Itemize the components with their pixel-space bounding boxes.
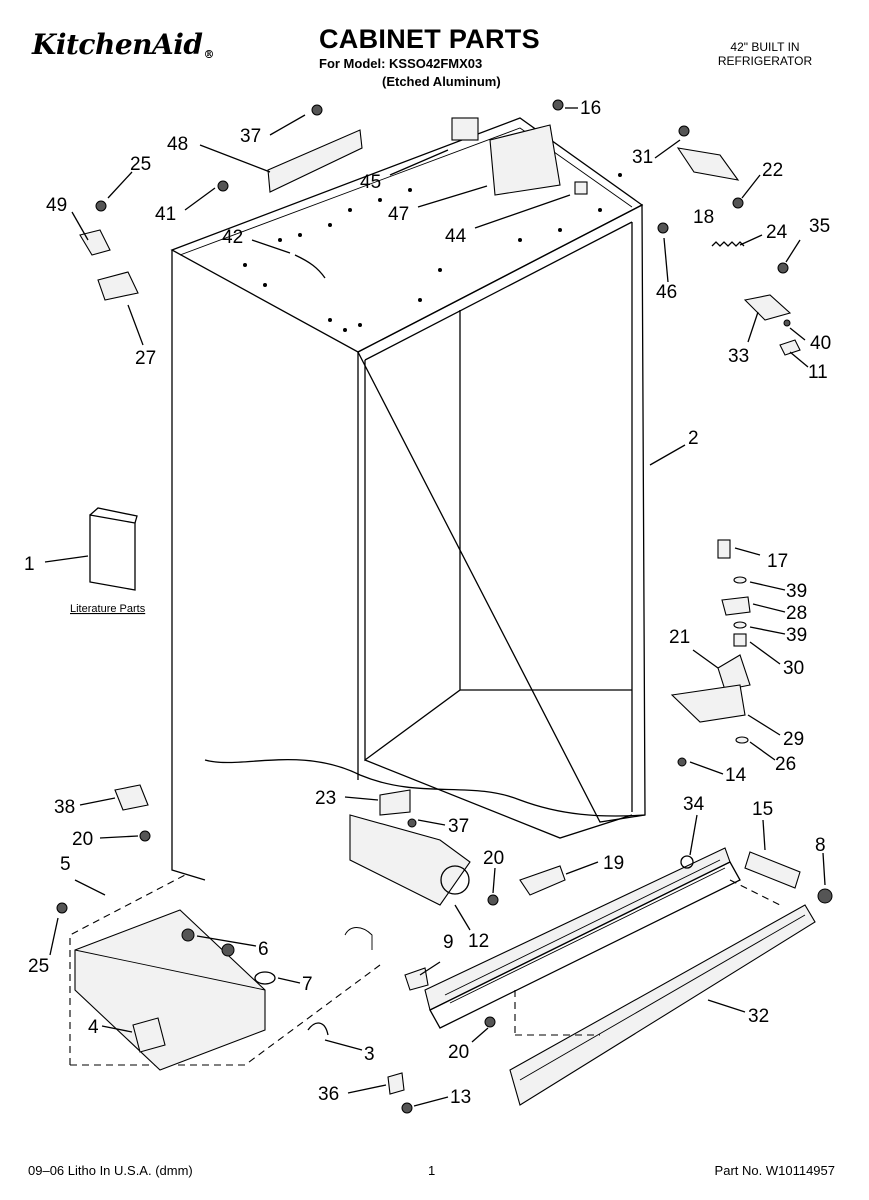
product-description: 42" BUILT IN REFRIGERATOR (695, 40, 835, 68)
callout: 40 (810, 333, 831, 354)
brand-logo: KitchenAid® (32, 28, 214, 61)
callout: 37 (448, 816, 469, 837)
footer-print-info: 09–06 Litho In U.S.A. (dmm) (28, 1163, 193, 1178)
callout: 4 (88, 1017, 99, 1038)
callout: 44 (445, 226, 467, 247)
literature-booklet: Literature Parts (70, 507, 146, 615)
callout: 48 (167, 134, 188, 155)
callout: 19 (603, 853, 624, 874)
callout: 30 (783, 658, 804, 679)
top-holes (243, 173, 622, 332)
product-line-1: 42" BUILT IN (730, 40, 800, 54)
callout: 34 (683, 794, 705, 815)
callout: 1 (24, 554, 35, 575)
callout: 32 (748, 1006, 769, 1027)
base-rail (74, 909, 266, 1071)
kick-plate (509, 904, 816, 1106)
callout: 24 (766, 222, 788, 243)
leader-lines (44, 107, 826, 1107)
callout-numbers: 37 48 25 49 41 45 47 16 31 22 18 44 42 2… (24, 98, 831, 1108)
callout: 36 (318, 1084, 339, 1105)
callout: 26 (775, 754, 796, 775)
callout: 20 (483, 848, 504, 869)
model-number: For Model: KSSO42FMX03 (319, 56, 483, 71)
literature-label: Literature Parts (70, 603, 146, 615)
callout: 31 (632, 147, 653, 168)
callout: 41 (155, 204, 176, 225)
callout: 39 (786, 581, 807, 602)
callout: 45 (360, 172, 381, 193)
callout: 20 (72, 829, 93, 850)
callout: 13 (450, 1087, 471, 1108)
callout: 9 (443, 932, 454, 953)
product-line-2: REFRIGERATOR (717, 54, 813, 68)
callout: 29 (783, 729, 804, 750)
callout: 38 (54, 797, 75, 818)
page-title: CABINET PARTS (319, 24, 540, 54)
callout: 2 (688, 428, 699, 449)
toe-grille (424, 847, 741, 1029)
model-variant: (Etched Aluminum) (382, 74, 501, 89)
callout: 28 (786, 603, 807, 624)
callout: 11 (808, 362, 828, 383)
callout: 22 (762, 160, 783, 181)
callout: 25 (28, 956, 49, 977)
callout: 3 (364, 1044, 375, 1065)
callout: 27 (135, 348, 156, 369)
exploded-parts-diagram: Literature Parts (24, 98, 833, 1114)
callout: 39 (786, 625, 807, 646)
callout: 33 (728, 346, 749, 367)
callout: 47 (388, 204, 409, 225)
callout: 42 (222, 227, 243, 248)
callout: 23 (315, 788, 336, 809)
callout: 35 (809, 216, 830, 237)
callout: 5 (60, 854, 71, 875)
small-parts (56, 99, 833, 1114)
footer-part-number: Part No. W10114957 (714, 1163, 835, 1178)
cabinet-body (170, 117, 646, 950)
registered-mark: ® (203, 48, 214, 61)
callout: 15 (752, 799, 773, 820)
callout: 12 (468, 931, 489, 952)
footer-page-number: 1 (428, 1163, 436, 1178)
callout: 20 (448, 1042, 469, 1063)
callout: 46 (656, 282, 677, 303)
callout: 17 (767, 551, 788, 572)
callout: 37 (240, 126, 261, 147)
callout: 49 (46, 195, 67, 216)
callout: 14 (725, 765, 747, 786)
callout: 8 (815, 835, 826, 856)
bottom-dashed-box (69, 874, 781, 1066)
callout: 18 (693, 207, 714, 228)
callout: 16 (580, 98, 601, 119)
callout: 25 (130, 154, 151, 175)
brand-name: KitchenAid (32, 28, 203, 61)
callout: 6 (258, 939, 269, 960)
callout: 7 (302, 974, 313, 995)
callout: 21 (669, 627, 690, 648)
